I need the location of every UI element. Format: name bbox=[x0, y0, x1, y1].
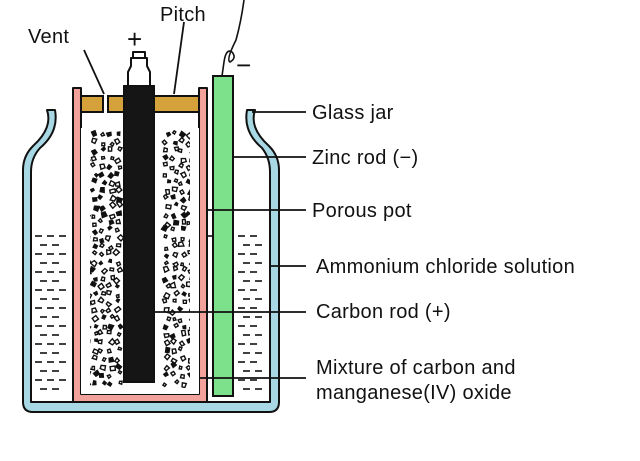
zinc-rod bbox=[212, 75, 234, 397]
carbon-rod bbox=[123, 85, 155, 383]
mixture-label-line2: manganese(IV) oxide bbox=[316, 382, 512, 404]
electrolyte-solution bbox=[35, 235, 262, 390]
leader-lines bbox=[83, 21, 306, 379]
pitch-label: Pitch bbox=[160, 4, 206, 26]
negative-terminal-label: − bbox=[236, 50, 251, 80]
vent-label: Vent bbox=[28, 26, 69, 48]
glass-jar bbox=[22, 109, 280, 413]
zinc-wire bbox=[221, 0, 245, 77]
carbon-rod-label: Carbon rod (+) bbox=[316, 301, 451, 323]
glass-jar-label: Glass jar bbox=[312, 102, 394, 124]
zinc-rod-label: Zinc rod (−) bbox=[312, 147, 418, 169]
positive-terminal-label: + bbox=[127, 24, 142, 54]
mixture-granules bbox=[90, 129, 190, 388]
positive-terminal-cap bbox=[127, 51, 151, 87]
ammonium-chloride-label: Ammonium chloride solution bbox=[316, 256, 575, 278]
mixture-label-line1: Mixture of carbon and bbox=[316, 357, 516, 379]
vent-leader bbox=[83, 49, 105, 95]
pitch-leader bbox=[173, 21, 185, 95]
porous-pot-label: Porous pot bbox=[312, 200, 412, 222]
